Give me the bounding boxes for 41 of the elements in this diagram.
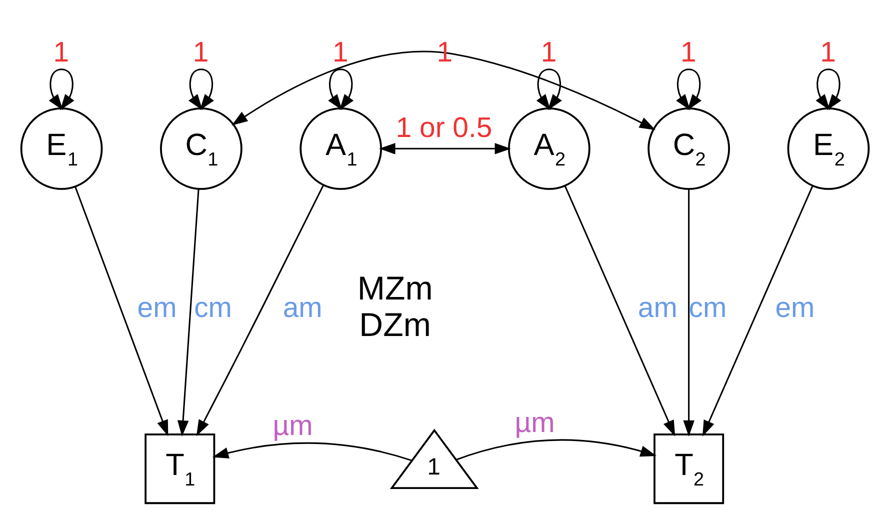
arrow bbox=[455, 438, 656, 460]
arrow bbox=[212, 442, 412, 461]
arrow bbox=[536, 68, 562, 110]
edge-label: 1 bbox=[540, 36, 556, 68]
node-circle: A$_{2}$ bbox=[507, 106, 590, 190]
arrow bbox=[74, 186, 168, 436]
edge-label: cm bbox=[194, 291, 232, 324]
node-box: T$_{2}$ bbox=[653, 433, 724, 504]
edge-label: µm bbox=[514, 406, 554, 438]
label: DZm bbox=[358, 306, 430, 344]
arrow bbox=[231, 50, 656, 130]
edge-label: µm bbox=[272, 410, 312, 442]
arrow bbox=[176, 188, 199, 436]
edge-label: cm bbox=[688, 291, 726, 324]
arrow bbox=[676, 68, 702, 110]
arrow bbox=[328, 68, 354, 110]
edge-label: am bbox=[637, 291, 677, 324]
node-circle: C$_{2}$ bbox=[647, 106, 730, 190]
edge-label: am bbox=[282, 291, 322, 324]
arrow bbox=[48, 68, 74, 110]
label: MZm bbox=[356, 270, 432, 307]
edge-label: 1 bbox=[52, 36, 69, 68]
node-circle: A$_{1}$ bbox=[299, 106, 382, 190]
edge-label: 1 or 0.5 bbox=[395, 112, 492, 144]
node-circle: E$_{1}$ bbox=[20, 106, 102, 190]
arrow bbox=[702, 185, 813, 436]
edge-label: em bbox=[136, 291, 176, 324]
arrow bbox=[682, 188, 694, 436]
edge-label: em bbox=[774, 291, 814, 324]
arrow bbox=[196, 184, 324, 436]
arrow bbox=[564, 185, 675, 436]
arrow bbox=[378, 142, 510, 154]
node-box: T$_{1}$ bbox=[144, 433, 215, 504]
node-circle: E$_{2}$ bbox=[786, 106, 870, 190]
edge-label: 1 bbox=[680, 36, 696, 68]
node-circle: C$_{1}$ bbox=[160, 106, 242, 190]
arrow bbox=[815, 68, 841, 110]
edge-label: 1 bbox=[332, 36, 348, 68]
edge-label: 1 bbox=[192, 36, 208, 68]
arrow bbox=[188, 68, 214, 110]
edge-label: 1 bbox=[820, 36, 836, 68]
